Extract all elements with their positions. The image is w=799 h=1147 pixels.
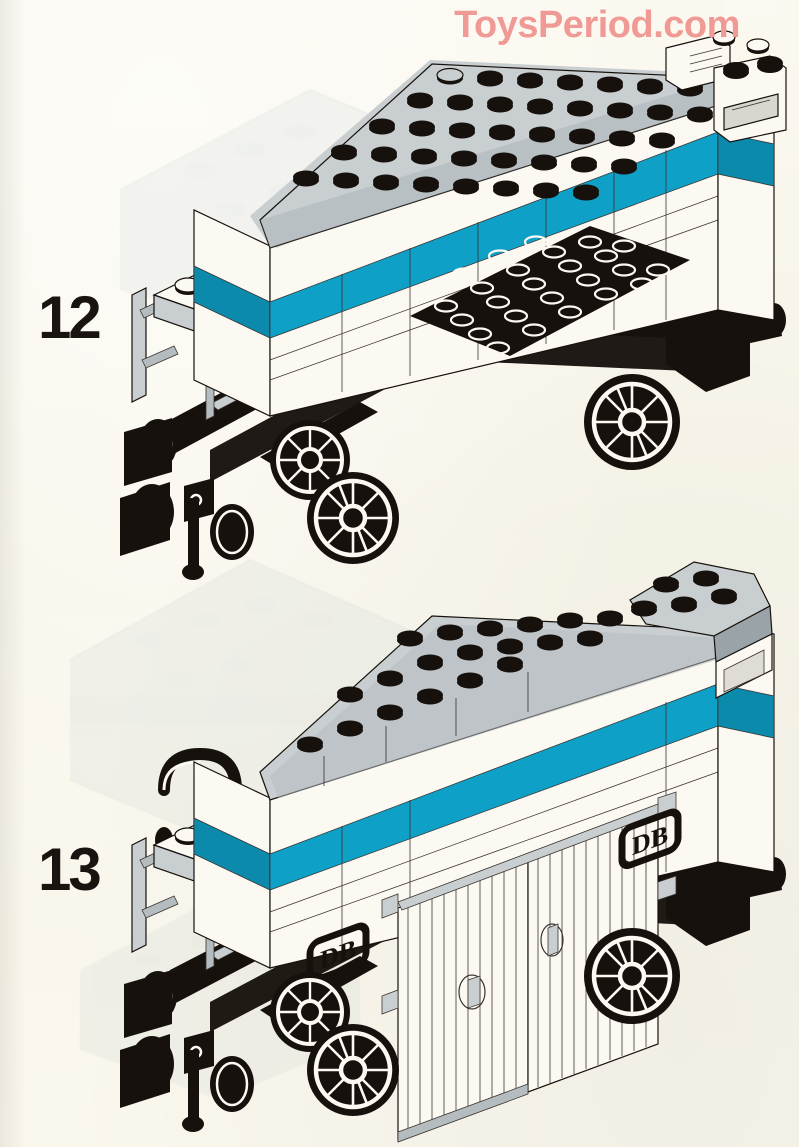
train-spoked-wheel-icon: [307, 1024, 399, 1116]
train-spoked-wheel-icon: [584, 928, 680, 1024]
step-number-13: 13: [38, 836, 102, 903]
step-13-illustration: DB DB: [110, 540, 790, 1147]
page-edge-shadow: [0, 0, 26, 1147]
train-spoked-wheel-icon: [584, 374, 680, 470]
step-12-illustration: [110, 0, 790, 585]
step-number-12: 12: [38, 284, 102, 351]
